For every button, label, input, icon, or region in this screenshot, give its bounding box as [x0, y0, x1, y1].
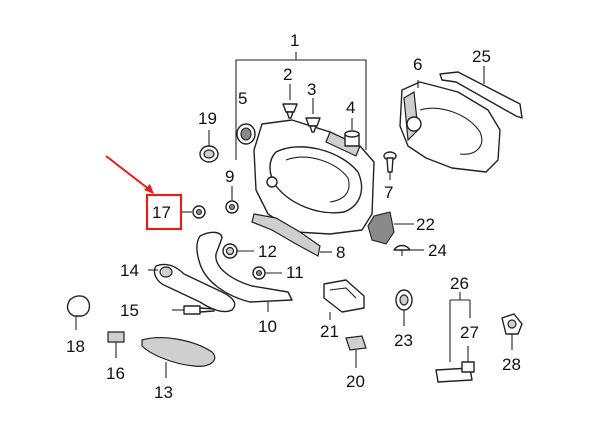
callout-28: 28	[502, 355, 521, 374]
highlight-box	[145, 193, 183, 231]
callout-16: 16	[106, 364, 125, 383]
callout-19: 19	[198, 109, 217, 128]
part-13-pull-cup[interactable]	[141, 337, 216, 378]
callout-12: 12	[258, 242, 277, 261]
part-1-group-bracket	[235, 52, 367, 160]
callout-11: 11	[286, 263, 304, 282]
part-2-clip[interactable]	[282, 84, 298, 119]
part-14-handle[interactable]	[148, 263, 236, 313]
part-5-seal-ring[interactable]	[236, 123, 256, 145]
part-15-bolt[interactable]	[172, 305, 215, 315]
callout-18: 18	[66, 337, 85, 356]
callout-6: 6	[413, 55, 422, 74]
callout-27: 27	[460, 323, 479, 342]
callout-8: 8	[336, 243, 345, 262]
part-25-window-strip[interactable]	[439, 66, 523, 119]
part-22-module[interactable]	[367, 211, 414, 245]
part-9-washer[interactable]	[225, 186, 239, 214]
part-21-bracket[interactable]	[323, 279, 365, 320]
part-28-socket[interactable]	[501, 313, 523, 350]
callout-21: 21	[320, 322, 339, 341]
highlight-arrow	[105, 155, 154, 194]
part-26-27-group-bracket	[449, 292, 471, 362]
part-19-cap[interactable]	[199, 130, 219, 163]
part-11-nut[interactable]	[252, 266, 282, 280]
callout-17: 17	[152, 203, 171, 222]
callout-13: 13	[154, 383, 173, 402]
part-24-clip[interactable]	[393, 244, 424, 257]
part-10-armrest[interactable]	[196, 231, 293, 312]
callout-2: 2	[283, 65, 292, 84]
part-4-bushing[interactable]	[344, 118, 360, 147]
callout-4: 4	[346, 98, 355, 117]
callout-10: 10	[258, 317, 277, 336]
callout-labels: 1 2 3 4 5 6 7 8 9 10 11 12 13 14 15 16 1…	[66, 31, 521, 402]
callout-22: 22	[416, 215, 435, 234]
callout-25: 25	[472, 47, 491, 66]
part-27-bulb[interactable]	[461, 361, 475, 373]
callout-1: 1	[290, 31, 299, 50]
callout-26: 26	[450, 274, 469, 293]
callout-9: 9	[225, 167, 234, 186]
callout-15: 15	[120, 301, 139, 320]
part-23-grommet[interactable]	[395, 289, 413, 326]
part-3-clip[interactable]	[305, 98, 321, 133]
callout-5: 5	[238, 89, 247, 108]
part-7-screw[interactable]	[383, 151, 397, 180]
callout-24: 24	[428, 241, 447, 260]
callout-3: 3	[307, 80, 316, 99]
callout-7: 7	[384, 183, 393, 202]
part-17-washer[interactable]	[180, 205, 206, 219]
callout-23: 23	[394, 331, 413, 350]
part-12-nut[interactable]	[222, 243, 254, 259]
callout-14: 14	[120, 261, 139, 280]
callout-20: 20	[346, 372, 365, 391]
part-20-switch[interactable]	[345, 335, 367, 368]
part-16-clip[interactable]	[107, 331, 125, 358]
part-6-door-carrier[interactable]	[399, 80, 501, 173]
part-8-trim-strip[interactable]	[251, 213, 332, 257]
part-18-cap[interactable]	[66, 295, 91, 330]
